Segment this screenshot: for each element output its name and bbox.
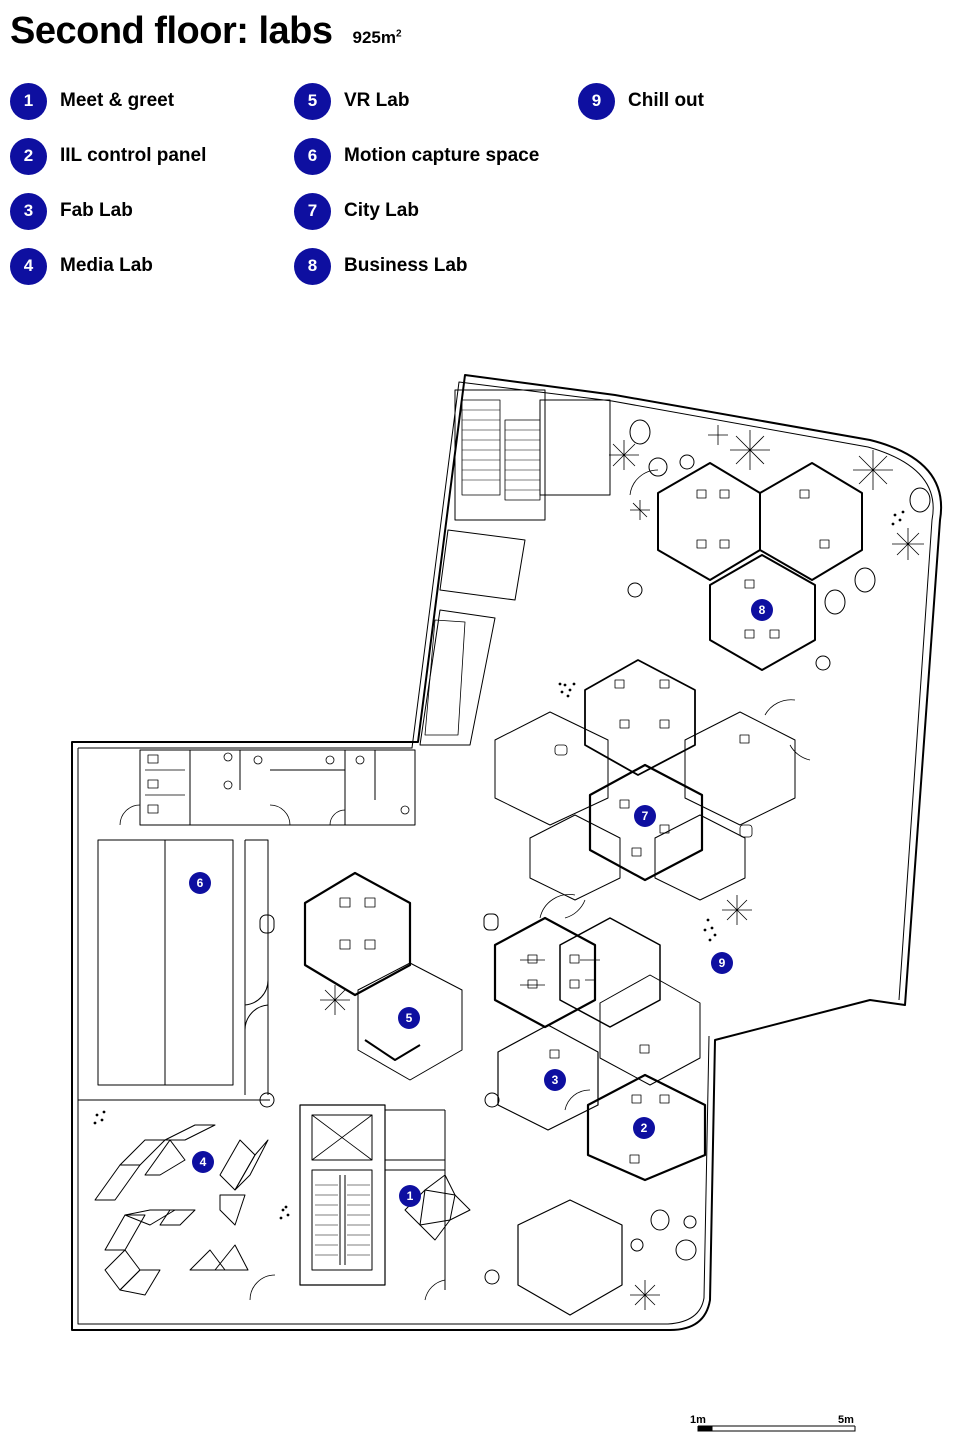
- hex-pavilion: [517, 1199, 623, 1316]
- map-badge-8: 8: [751, 599, 773, 621]
- plant-symbols: [320, 425, 924, 1310]
- floor-area: 925m2: [352, 28, 401, 48]
- legend-badge: 8: [294, 247, 331, 285]
- legend-badge: 1: [10, 82, 47, 120]
- legend-item: 3 Fab Lab: [10, 192, 294, 230]
- dotted-plant-symbols: [93, 510, 905, 1220]
- building-outline: [71, 374, 943, 1331]
- map-badge-2: 2: [633, 1117, 655, 1139]
- iil-control-hex: [586, 1073, 707, 1182]
- svg-text:5: 5: [406, 1011, 413, 1025]
- legend-badge: 2: [10, 137, 47, 175]
- legend-label: Fab Lab: [60, 200, 133, 221]
- media-lab-furniture: [94, 1124, 269, 1296]
- city-lab-hex-b: [588, 763, 704, 882]
- legend-badge: 5: [294, 82, 331, 120]
- title-text: Second floor: labs: [10, 10, 333, 52]
- legend: 1 Meet & greet 2 IIL control panel 3 Fab La…: [10, 82, 862, 302]
- legend-label: Chill out: [628, 90, 704, 111]
- meet-greet-seating: [404, 1174, 471, 1241]
- legend-label: IIL control panel: [60, 145, 207, 166]
- legend-badge: 4: [10, 247, 47, 285]
- svg-text:9: 9: [719, 956, 726, 970]
- legend-badge: 7: [294, 192, 331, 230]
- svg-text:8: 8: [759, 603, 766, 617]
- legend-badge: 6: [294, 137, 331, 175]
- legend-badge: 3: [10, 192, 47, 230]
- svg-text:3: 3: [552, 1073, 559, 1087]
- scale-end-label: 5m: [838, 1414, 854, 1426]
- page-title: Second floor: labs 925m2: [10, 10, 402, 53]
- svg-text:7: 7: [642, 809, 649, 823]
- legend-item: 9 Chill out: [578, 82, 862, 120]
- map-badge-5: 5: [398, 1007, 420, 1029]
- map-badge-6: 6: [189, 872, 211, 894]
- map-badge-4: 4: [192, 1151, 214, 1173]
- legend-item: 5 VR Lab: [294, 82, 578, 120]
- legend-label: Motion capture space: [344, 145, 540, 166]
- scale-bar: 1m 5m: [690, 1414, 856, 1432]
- map-badge-9: 9: [711, 952, 733, 974]
- map-badge-3: 3: [544, 1069, 566, 1091]
- svg-text:4: 4: [200, 1155, 207, 1169]
- business-lab-hex-b: [709, 554, 816, 671]
- map-badge-1: 1: [399, 1185, 421, 1207]
- toilets-block: [139, 749, 416, 826]
- scale-start-label: 1m: [690, 1414, 706, 1426]
- fab-lab-hex-b: [497, 1024, 599, 1131]
- svg-text:6: 6: [197, 876, 204, 890]
- central-stair-core: [299, 1104, 386, 1286]
- legend-label: VR Lab: [344, 90, 410, 111]
- legend-item: 7 City Lab: [294, 192, 578, 230]
- legend-item: 8 Business Lab: [294, 247, 578, 285]
- legend-item: 2 IIL control panel: [10, 137, 294, 175]
- business-lab-hex-a: [657, 462, 761, 581]
- legend-label: Meet & greet: [60, 90, 175, 111]
- legend-label: Business Lab: [344, 255, 468, 276]
- svg-text:1: 1: [407, 1189, 414, 1203]
- map-badge-7: 7: [634, 805, 656, 827]
- legend-item: 1 Meet & greet: [10, 82, 294, 120]
- floor-plan: 1 2 3 4 5 6 7 8 9 1m 5m: [71, 374, 943, 1432]
- svg-text:2: 2: [641, 1121, 648, 1135]
- legend-label: City Lab: [344, 200, 419, 221]
- vr-lab-hex-a: [303, 871, 412, 997]
- floor-area-value: 925m: [352, 28, 396, 47]
- legend-badge: 9: [578, 82, 615, 120]
- city-lab-hex-a: [584, 659, 696, 776]
- legend-item: 4 Media Lab: [10, 247, 294, 285]
- legend-item: 6 Motion capture space: [294, 137, 578, 175]
- vr-lab-hex-b: [357, 962, 463, 1081]
- north-stair-core: [454, 389, 546, 521]
- floor-area-unit: 2: [395, 28, 402, 40]
- legend-label: Media Lab: [60, 255, 153, 276]
